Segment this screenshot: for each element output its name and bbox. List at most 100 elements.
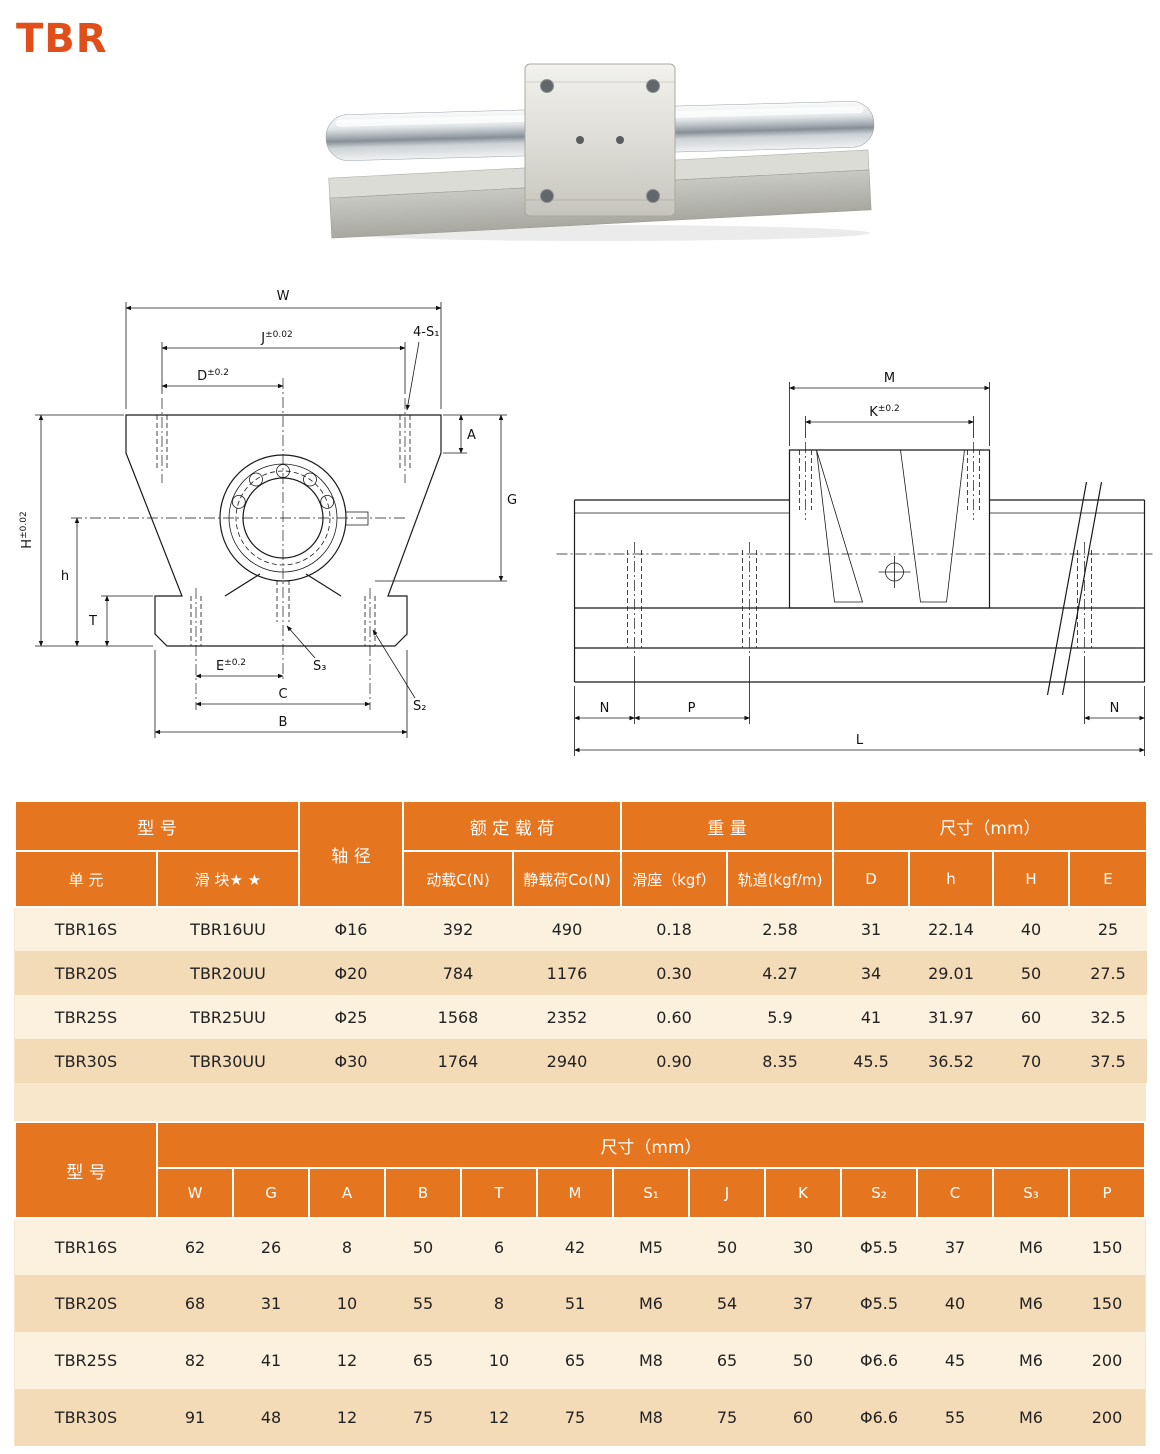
- table-cell: 10: [488, 1351, 510, 1370]
- bolt-hole: [646, 79, 660, 93]
- dim-label-k: K±0.2: [869, 404, 899, 420]
- th-dynamic-load: 动载C(N): [402, 850, 514, 908]
- th-model-group: 型 号: [14, 800, 300, 852]
- centerlines: [71, 378, 406, 710]
- table-cell: M6: [1019, 1351, 1043, 1370]
- rail-outline: [573, 481, 1146, 696]
- table-cell: TBR16S: [54, 920, 118, 939]
- table-cell: 30: [792, 1237, 814, 1257]
- table-row: TBR16S 62 26 8 50 6 42 M5 50 30 Φ5.5 37 …: [15, 1218, 1145, 1275]
- table-cell: 37: [944, 1237, 966, 1257]
- bearing-ball: [231, 494, 246, 509]
- dim-label-n-right: N: [1110, 701, 1120, 716]
- table-cell: TBR30S: [54, 1051, 118, 1071]
- table-cell: M8: [639, 1351, 663, 1370]
- table-cell: M6: [639, 1294, 663, 1313]
- bearing-ball: [303, 472, 317, 487]
- table-cell: 0.60: [656, 1007, 692, 1027]
- th-K: K: [764, 1167, 842, 1219]
- table-cell: TBR30S: [54, 1408, 118, 1427]
- page-title: TBR: [16, 16, 108, 62]
- dim-label-l: L: [856, 733, 864, 748]
- table-cell: 41: [260, 1351, 282, 1370]
- product-photo: [325, 63, 875, 241]
- table-cell: 150: [1091, 1237, 1123, 1257]
- table-cell: Φ20: [334, 963, 368, 983]
- table-cell: 8.35: [762, 1051, 798, 1071]
- center-hole: [576, 136, 584, 144]
- table-cell: 8: [493, 1294, 505, 1313]
- table-cell: 60: [792, 1408, 814, 1427]
- body-outline: [125, 414, 442, 647]
- table-cell: 784: [442, 963, 474, 983]
- table-cell: Φ5.5: [859, 1294, 899, 1313]
- table-row: TBR25S TBR25UU Φ25 1568 2352 0.60 5.9 41…: [15, 995, 1147, 1039]
- table-cell: 50: [792, 1351, 814, 1370]
- table-cell: Φ25: [334, 1007, 368, 1027]
- table-cell: Φ5.5: [859, 1237, 899, 1257]
- th-B: B: [384, 1167, 462, 1219]
- table-cell: 68: [184, 1294, 206, 1313]
- table-cell: TBR20S: [54, 1294, 118, 1313]
- table-cell: M6: [1019, 1294, 1043, 1313]
- th-model: 型 号: [14, 1121, 158, 1219]
- dim-label-p: P: [688, 701, 696, 716]
- table-cell: M5: [639, 1237, 663, 1257]
- bearing-ball: [320, 494, 335, 509]
- center-hole: [616, 136, 624, 144]
- table-cell: 45.5: [853, 1051, 889, 1071]
- th-load-group: 额 定 载 荷: [402, 800, 622, 852]
- table-cell: 70: [1020, 1051, 1042, 1071]
- bolt-hole: [540, 189, 554, 203]
- table-cell: 12: [336, 1351, 358, 1370]
- table-cell: 65: [564, 1351, 586, 1370]
- table-cell: 2.58: [762, 920, 798, 939]
- table-cell: 91: [184, 1408, 206, 1427]
- table-cell: TBR16S: [54, 1237, 118, 1257]
- table-cell: 10: [336, 1294, 358, 1313]
- table-row: TBR16S TBR16UU Φ16 392 490 0.18 2.58 31 …: [15, 907, 1147, 951]
- table-cell: 55: [412, 1294, 434, 1313]
- dim-label-m: M: [884, 371, 895, 386]
- table-cell: 26: [260, 1237, 282, 1257]
- table-cell: 50: [1020, 963, 1042, 983]
- table-cell: 2352: [546, 1007, 588, 1027]
- table-cell: 2940: [546, 1051, 588, 1071]
- table-cell: 45: [944, 1351, 966, 1370]
- th-dims-group: 尺寸（mm）: [156, 1121, 1146, 1169]
- table-row: TBR20S 68 31 10 55 8 51 M6 54 37 Φ5.5 40…: [15, 1275, 1145, 1332]
- table-cell: 75: [716, 1408, 738, 1427]
- dim-label-w: W: [277, 289, 290, 304]
- table-cell: TBR16UU: [190, 920, 266, 939]
- table-cell: 8: [341, 1237, 353, 1257]
- table-cell: 40: [944, 1294, 966, 1313]
- table-row: TBR30S 91 48 12 75 12 75 M8 75 60 Φ6.6 5…: [15, 1389, 1145, 1446]
- table-cell: 31.97: [928, 1007, 974, 1027]
- table-cell: 12: [336, 1408, 358, 1427]
- th-static-load: 静载荷Co(N): [512, 850, 622, 908]
- table-cell: 5.9: [767, 1007, 793, 1027]
- th-S1: S₁: [612, 1167, 690, 1219]
- table-cell: 392: [442, 920, 474, 939]
- dim-label-h-cap: H±0.02: [19, 511, 35, 548]
- th-W: W: [156, 1167, 234, 1219]
- th-P: P: [1068, 1167, 1146, 1219]
- table-cell: 65: [716, 1351, 738, 1370]
- dimension-labels: W J±0.02 D±0.2 4-S₁ A G H±0.02 h T E±0.2…: [19, 289, 517, 730]
- th-H: H: [992, 850, 1070, 908]
- table-cell: 41: [860, 1007, 882, 1027]
- table-cell: 51: [564, 1294, 586, 1313]
- dim-label-e: E±0.2: [216, 658, 246, 674]
- th-E: E: [1068, 850, 1148, 908]
- dim-label-c: C: [278, 687, 287, 702]
- table-cell: 27.5: [1090, 963, 1126, 983]
- dim-label-b: B: [279, 715, 288, 730]
- dim-label-t: T: [88, 614, 97, 629]
- dim-label-4s1: 4-S₁: [413, 325, 439, 340]
- table-cell: TBR25S: [54, 1007, 118, 1027]
- table-row: TBR20S TBR20UU Φ20 784 1176 0.30 4.27 34…: [15, 951, 1147, 995]
- dimension-labels: M K±0.2 N P N L: [600, 371, 1120, 748]
- table-cell: 36.52: [928, 1051, 974, 1071]
- table-cell: 0.90: [656, 1051, 692, 1071]
- table-cell: TBR20S: [54, 963, 118, 983]
